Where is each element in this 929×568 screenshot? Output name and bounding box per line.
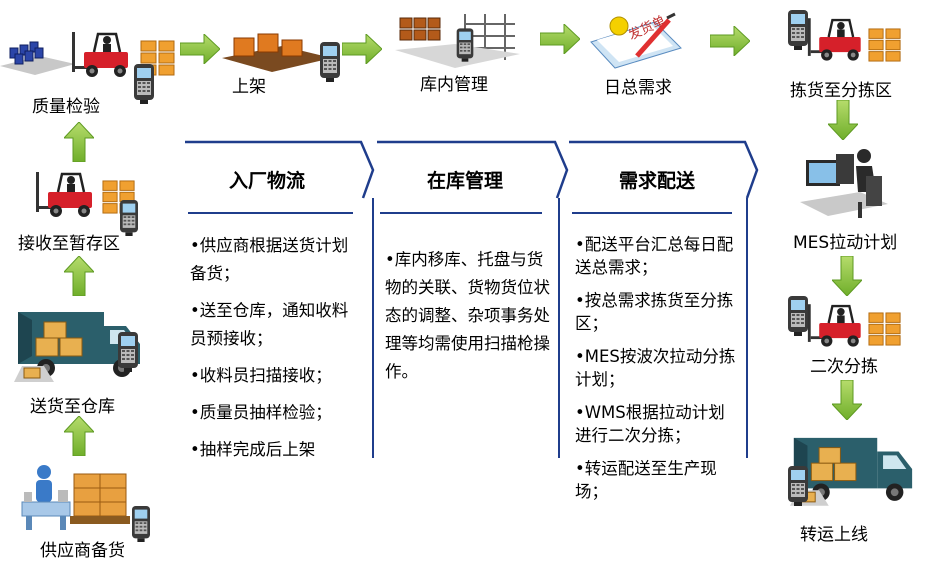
scanner-icon bbox=[786, 466, 810, 506]
panel-item: •库内移库、托盘与货物的关联、货物货位状态的调整、杂项事务处理等均需使用扫描枪操… bbox=[385, 246, 553, 386]
arrow-down-2-icon bbox=[832, 256, 862, 296]
node-pick-to-area: 拣货至分拣区 bbox=[790, 76, 892, 101]
arrow-up-1-icon bbox=[64, 122, 94, 162]
panel-body-in-warehouse: •库内移库、托盘与货物的关联、货物货位状态的调整、杂项事务处理等均需使用扫描枪操… bbox=[385, 246, 553, 395]
pallet-stack-icon bbox=[70, 468, 132, 528]
panel-item: •转运配送至生产现场； bbox=[575, 457, 737, 503]
arrow-right-4-icon bbox=[710, 26, 750, 56]
scanner-icon bbox=[132, 64, 156, 104]
arrow-down-1-icon bbox=[828, 100, 858, 140]
arrow-right-2-icon bbox=[342, 34, 382, 64]
panel-divider bbox=[572, 212, 732, 214]
panel-item: •MES按波次拉动分拣计划； bbox=[575, 345, 737, 391]
panel-item: •供应商根据送货计划备货； bbox=[190, 232, 362, 288]
forklift-icon bbox=[806, 14, 872, 62]
forklift-icon bbox=[70, 28, 140, 78]
scanner-icon bbox=[130, 506, 152, 542]
panel-item: •抽样完成后上架 bbox=[190, 436, 362, 464]
pallet-boxes-icon bbox=[0, 30, 75, 75]
scanner-icon bbox=[116, 332, 140, 372]
node-transfer-online: 转运上线 bbox=[800, 520, 868, 545]
node-receive-staging: 接收至暂存区 bbox=[18, 229, 120, 254]
shelf-boxes-icon bbox=[868, 28, 902, 62]
arrow-right-1-icon bbox=[180, 34, 220, 64]
panel-item: •送至仓库，通知收料员预接收； bbox=[190, 297, 362, 353]
panel-body-demand-delivery: •配送平台汇总每日配送总需求； •按总需求拣货至分拣区； •MES按波次拉动分拣… bbox=[575, 233, 737, 512]
node-deliver-warehouse: 送货至仓库 bbox=[30, 392, 115, 417]
arrow-right-3-icon bbox=[540, 24, 580, 54]
shelf-boxes-icon bbox=[868, 312, 902, 346]
panel-divider bbox=[380, 212, 542, 214]
scanner-icon bbox=[118, 200, 140, 236]
panel-item: •收料员扫描接收； bbox=[190, 362, 362, 390]
node-daily-demand: 日总需求 bbox=[604, 73, 672, 98]
arrow-up-3-icon bbox=[64, 416, 94, 456]
operator-computer-icon bbox=[800, 142, 888, 224]
arrow-up-2-icon bbox=[64, 256, 94, 296]
panel-item: •质量员抽样检验； bbox=[190, 399, 362, 427]
shelving-icon bbox=[222, 26, 332, 74]
forklift-icon bbox=[806, 300, 872, 348]
panel-item: •按总需求拣货至分拣区； bbox=[575, 289, 737, 335]
node-shelving: 上架 bbox=[232, 72, 266, 97]
panel-item: •配送平台汇总每日配送总需求； bbox=[575, 233, 737, 279]
panel-title-demand-delivery: 需求配送 bbox=[582, 166, 732, 193]
supplier-worker-icon bbox=[16, 462, 76, 532]
forklift-icon bbox=[34, 168, 104, 218]
arrow-down-3-icon bbox=[832, 380, 862, 420]
node-second-sort: 二次分拣 bbox=[810, 352, 878, 377]
node-quality-check: 质量检验 bbox=[32, 92, 100, 117]
panel-title-inbound: 入厂物流 bbox=[192, 166, 342, 193]
panel-body-inbound: •供应商根据送货计划备货； •送至仓库，通知收料员预接收； •收料员扫描接收； … bbox=[190, 232, 362, 473]
node-supplier-stock: 供应商备货 bbox=[40, 536, 125, 561]
panel-title-in-warehouse: 在库管理 bbox=[390, 166, 540, 193]
shipping-document-icon: 发货单 bbox=[585, 12, 685, 70]
scanner-icon bbox=[455, 28, 475, 62]
scanner-icon bbox=[318, 42, 342, 82]
panel-item: •WMS根据拉动计划进行二次分拣； bbox=[575, 401, 737, 447]
node-warehouse-mgmt: 库内管理 bbox=[420, 70, 488, 95]
panel-divider bbox=[188, 212, 353, 214]
node-mes-pull-plan: MES拉动计划 bbox=[793, 228, 897, 253]
